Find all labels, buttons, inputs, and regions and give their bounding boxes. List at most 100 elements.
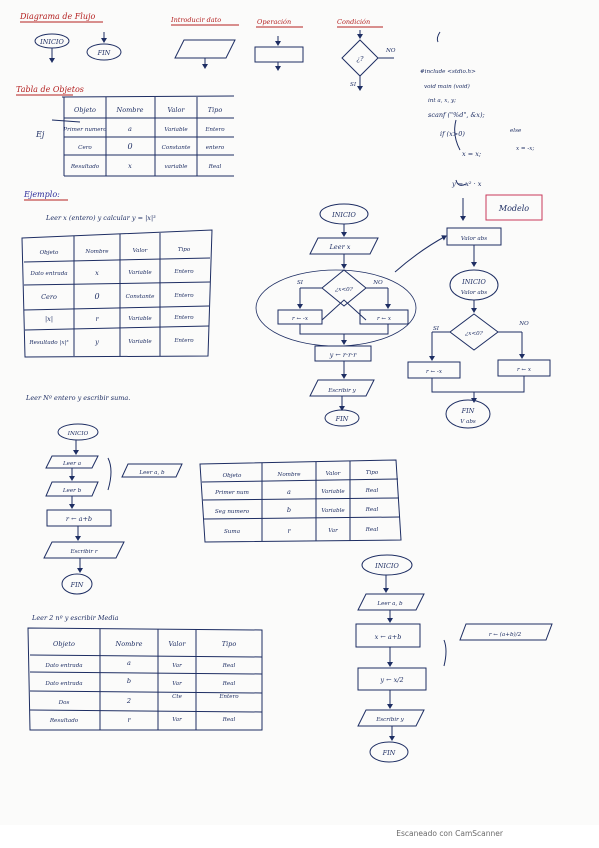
table-cell: x (95, 269, 99, 277)
table-cell: Entero (173, 315, 194, 321)
code-line: x = x; (462, 150, 481, 158)
flow4-end (369, 741, 409, 763)
table-cell: entero (206, 145, 225, 151)
table-cell: Real (365, 488, 379, 494)
flow4-calc-label: x ← a+b (375, 633, 402, 641)
flow3-end (61, 573, 93, 595)
example2-statement: Leer Nº entero y escribir suma. (25, 394, 130, 402)
table-cell: Var (172, 717, 182, 723)
flow4-end-label: FIN (382, 749, 396, 757)
header-cell: Tipo (366, 470, 379, 476)
flow1-read (309, 237, 379, 255)
flow4-side (459, 623, 553, 641)
flow3-read1 (45, 455, 99, 469)
code-line: void main (void) (424, 83, 470, 90)
header-cell: Nombre (276, 472, 301, 478)
flow3-start (57, 423, 99, 441)
flow1-write (309, 379, 375, 397)
table-cell: Entero (173, 269, 194, 275)
example1-statement: Leer x (entero) y calcular y = |x|³ (45, 214, 156, 222)
code-line: if (x>0) (440, 130, 465, 138)
input-symbol (174, 39, 236, 59)
example3-statement: Leer 2 nº y escribir Media (31, 614, 119, 622)
table-cell: r (95, 315, 99, 323)
flow1-calc-label: y ← r·r·r (329, 351, 358, 359)
code-line: else (510, 128, 522, 134)
header-cell: Objeto (53, 640, 75, 648)
flow2-end-sub-label: V abs (460, 419, 476, 425)
example1-heading: Ejemplo: (23, 190, 60, 199)
table-cell: Variable (321, 489, 345, 495)
flow4-start-label: INICIO (374, 562, 399, 570)
header-cell: Objeto (40, 250, 59, 256)
code-line: scanf ("%d", &x); (428, 111, 485, 119)
flow4-write-label: Escribir y (375, 717, 404, 723)
table-cell: Resultado (49, 718, 79, 724)
table-cell: Variable (128, 316, 152, 322)
flow1-calc (314, 345, 372, 362)
table-cell: Variable (128, 270, 152, 276)
flow2-cond-label: ¿x<0? (465, 331, 483, 337)
end-symbol (86, 43, 122, 61)
header-cell: Objeto (74, 106, 96, 114)
header-cell: Valor (167, 106, 185, 114)
table-cell: 0 (127, 142, 132, 151)
symbol-condition-label: Condición (337, 18, 370, 26)
table-cell: r (127, 716, 131, 724)
table-cell: Resultado |x|³ (28, 339, 69, 346)
code-line: #include <stdio.h> (420, 69, 476, 75)
table-cell: Var (328, 528, 338, 534)
table-cell: Dato entrada (44, 663, 82, 669)
end-symbol-label: FIN (97, 49, 111, 57)
table-cell: Constante (162, 145, 192, 151)
header-cell: Valor (133, 248, 148, 254)
flow2-end-label: FIN (461, 407, 475, 415)
flow4-write (357, 709, 425, 727)
table-cell: Dato entrada (29, 271, 67, 277)
flow2-end (445, 399, 491, 429)
table-cell: Resultado (70, 164, 100, 170)
flow1-left-label: r ← -x (292, 316, 309, 322)
example1-table-grid (21, 229, 213, 358)
cond-si-label: SI (350, 82, 357, 88)
table-cell: a (287, 488, 291, 496)
flow2-right-label: r ← x (517, 367, 532, 373)
table-cell: Cero (78, 145, 92, 151)
objects-table-example: Ej (35, 130, 45, 139)
header-cell: Valor (168, 640, 186, 648)
table-cell: Real (365, 527, 379, 533)
table-cell: Suma (224, 529, 240, 535)
flow1-read-label: Leer x (329, 243, 351, 251)
example3-table-grid (27, 627, 263, 731)
table-cell: Cero (41, 293, 57, 301)
flow2-sub-label: Valor abs (461, 236, 487, 242)
flow4-read-label: Leer a, b (376, 601, 403, 607)
cond-no-label: NO (385, 48, 396, 54)
table-cell: Real (208, 164, 222, 170)
flow3-end-label: FIN (70, 581, 84, 589)
flow2-si-label: SI (433, 326, 440, 332)
diagram-title: Diagrama de Flujo (19, 12, 95, 21)
table-cell: b (127, 677, 131, 685)
header-cell: Nombre (84, 249, 109, 255)
flow3-calc-label: r ← a+b (66, 515, 92, 523)
flow1-right (359, 309, 409, 325)
table-cell: Var (172, 663, 182, 669)
table-cell: Seg numero (215, 509, 250, 515)
flow4-read (357, 593, 425, 611)
table-cell: Primer num (214, 490, 249, 496)
table-cell: Primer numero (62, 127, 107, 133)
flow3-read1-label: Leer a (62, 461, 81, 467)
process-symbol (254, 46, 304, 63)
flow1-si-label: SI (297, 280, 304, 286)
flow2-left-label: r ← -x (426, 369, 443, 375)
table-cell: Variable (164, 127, 188, 133)
table-cell: Entero (173, 293, 194, 299)
table-cell: Var (172, 681, 182, 687)
flow1-end (324, 409, 360, 427)
table-cell: Constante (126, 294, 156, 300)
flow4-calc2 (357, 667, 427, 691)
flow1-highlight (255, 269, 417, 347)
flow1-cond (321, 269, 367, 307)
flow2-cond (449, 313, 499, 351)
